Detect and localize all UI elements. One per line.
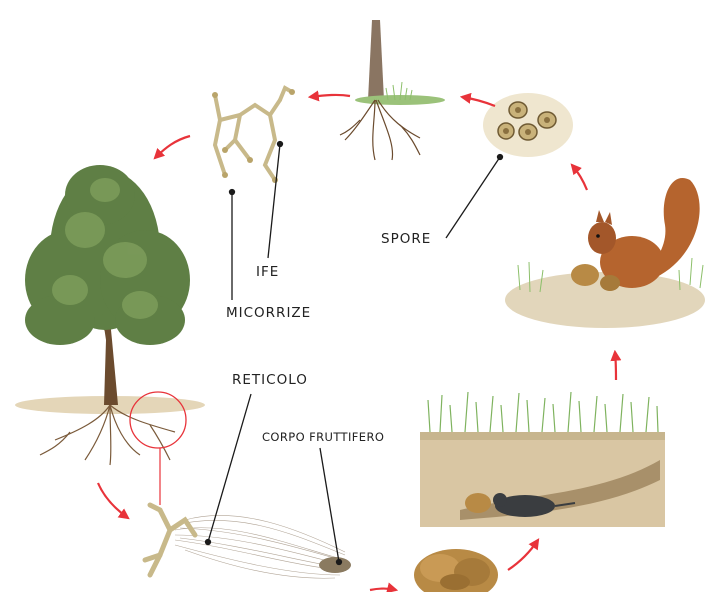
leader-ife	[268, 144, 280, 258]
arrow-squirrel-to-spores	[572, 165, 587, 190]
arrow-tree-to-mycelium	[98, 483, 128, 518]
mycelium-illustration	[145, 505, 351, 578]
leader-reticolo	[208, 394, 251, 542]
label-spore: SPORE	[381, 231, 431, 247]
arrow-sapling-to-mycorrhizae	[310, 95, 350, 97]
squirrel-illustration	[505, 178, 705, 328]
burrow-illustration	[420, 392, 665, 527]
label-reticolo: RETICOLO	[232, 372, 308, 388]
sapling-illustration	[340, 20, 445, 160]
arrow-mycorrhizae-to-tree	[155, 136, 190, 158]
tree-illustration	[15, 165, 205, 505]
arrow-mycelium-to-truffle	[370, 589, 396, 591]
arrow-burrow-to-squirrel	[615, 352, 616, 380]
mycorrhizae-illustration	[212, 88, 295, 183]
label-ife: IFE	[256, 264, 279, 280]
label-corpo-fruttifero: CORPO FRUTTIFERO	[262, 430, 384, 444]
truffle-illustration	[414, 549, 498, 592]
spores-illustration	[483, 93, 573, 157]
arrow-truffle-to-burrow	[508, 540, 538, 570]
arrow-spores-to-sapling	[462, 97, 495, 106]
label-micorrize: MICORRIZE	[226, 305, 311, 321]
leader-spore	[446, 157, 500, 238]
